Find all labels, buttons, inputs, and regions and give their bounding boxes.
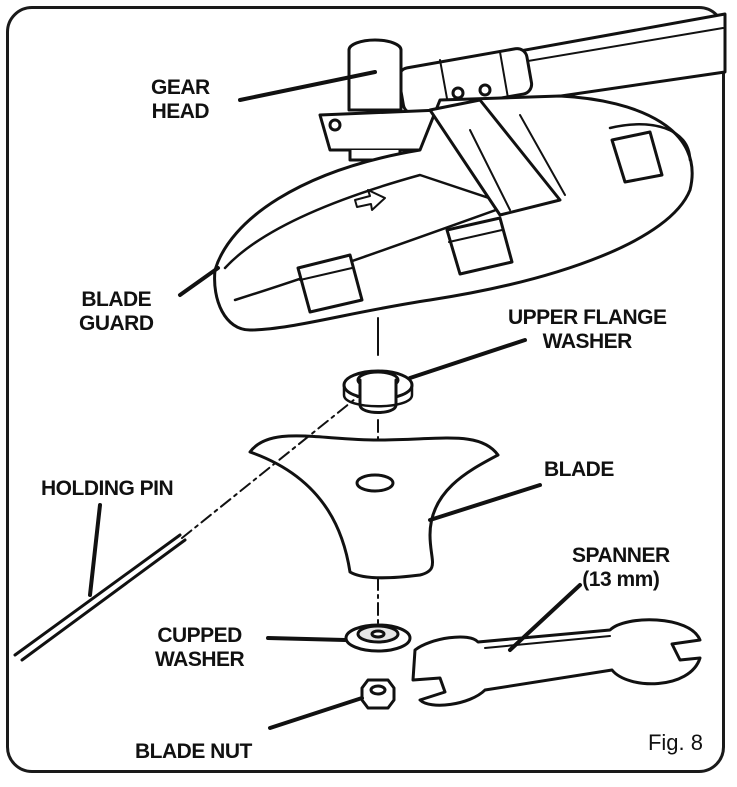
label-cupped-washer: CUPPED WASHER [155,624,245,671]
blade [248,434,500,580]
label-holding-pin: HOLDING PIN [41,477,174,500]
figure-label: Fig. 8 [647,730,703,755]
leader-lines [88,70,582,730]
label-spanner: SPANNER (13 mm) [572,544,670,591]
gear-head [318,38,452,162]
label-upper-flange-washer: UPPER FLANGE WASHER [508,306,667,353]
diagram-frame [6,6,725,773]
upper-flange-washer [342,369,414,414]
spanner [411,618,702,707]
cupped-washer [344,623,412,653]
label-blade-nut: BLADE NUT [135,740,252,763]
blade-nut [360,678,396,710]
label-blade-guard: BLADE GUARD [79,288,154,335]
blade-guard [213,94,694,332]
holding-pin [13,394,361,662]
label-blade: BLADE [544,458,614,481]
label-gear-head: GEAR HEAD [151,76,210,123]
